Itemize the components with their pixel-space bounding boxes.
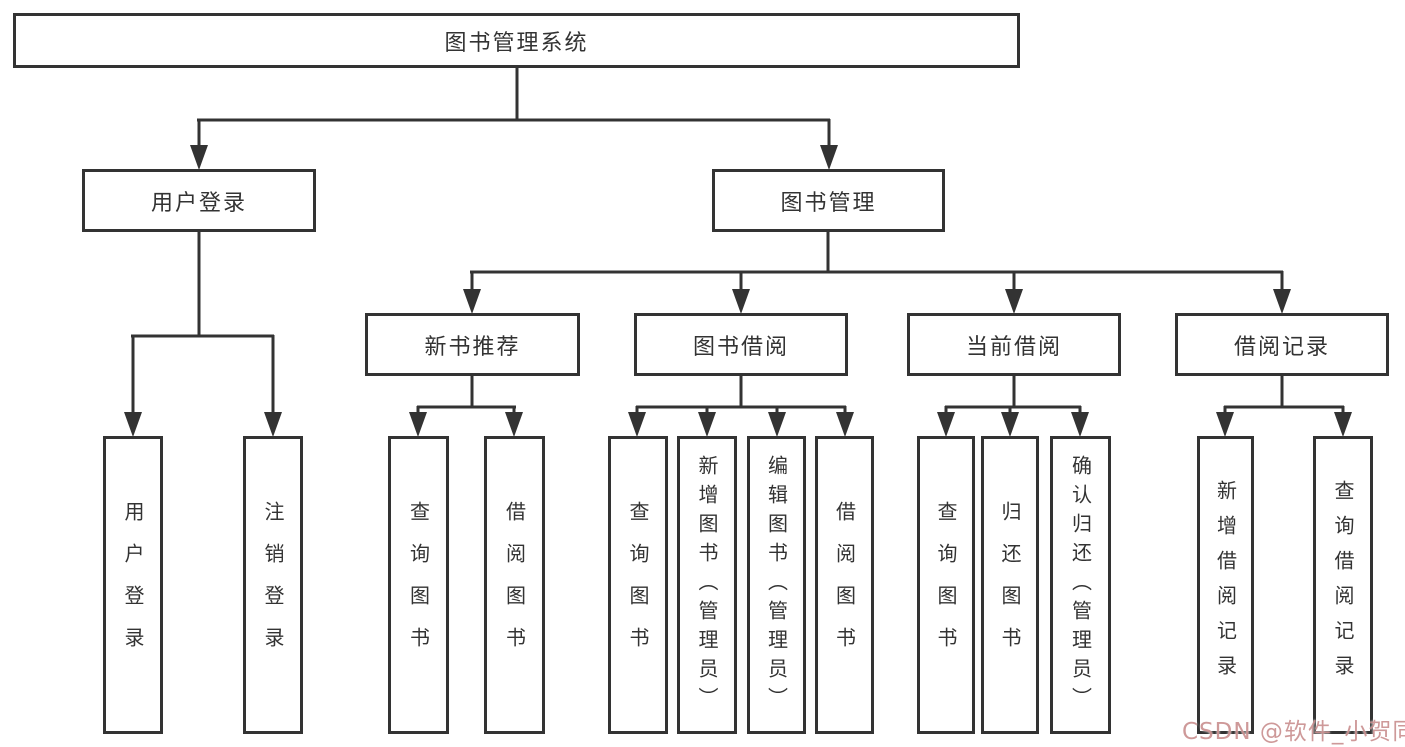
leaf-query-books-current: 查询图书 [917, 436, 975, 734]
node-label: 用户登录 [150, 190, 247, 216]
node-label: 图书借阅 [692, 334, 789, 360]
node-label: 用户登录 [121, 501, 145, 669]
node-label: 新书推荐 [424, 334, 521, 360]
node-label: 图书管理 [780, 190, 877, 216]
node-label: 查询图书 [934, 501, 958, 669]
node-book-management: 图书管理 [712, 169, 945, 232]
node-label: 归还图书 [998, 501, 1022, 669]
node-label: 借阅记录 [1233, 334, 1330, 360]
node-book-borrowing: 图书借阅 [634, 313, 848, 376]
node-label: 新增借阅记录 [1213, 480, 1238, 690]
leaf-return-books: 归还图书 [981, 436, 1039, 734]
leaf-confirm-return-admin: 确认归还（管理员） [1050, 436, 1111, 734]
arrowhead-icons [124, 145, 1352, 437]
node-label: 编辑图书（管理员） [764, 454, 789, 716]
leaf-add-books-admin: 新增图书（管理员） [677, 436, 737, 734]
leaf-add-borrow-record: 新增借阅记录 [1197, 436, 1254, 734]
node-label: 查询图书 [406, 501, 431, 669]
node-borrowing-records: 借阅记录 [1175, 313, 1389, 376]
node-label: 图书管理系统 [444, 30, 589, 56]
node-label: 确认归还（管理员） [1068, 454, 1093, 716]
leaf-query-borrow-record: 查询借阅记录 [1313, 436, 1373, 734]
node-label: 查询借阅记录 [1331, 480, 1355, 690]
leaf-user-login: 用户登录 [103, 436, 163, 734]
leaf-logout: 注销登录 [243, 436, 303, 734]
node-label: 借阅图书 [502, 501, 527, 669]
node-label: 当前借阅 [965, 334, 1062, 360]
leaf-edit-books-admin: 编辑图书（管理员） [747, 436, 806, 734]
leaf-query-books-recommend: 查询图书 [388, 436, 449, 734]
node-root-system: 图书管理系统 [13, 13, 1020, 68]
node-label: 注销登录 [261, 501, 285, 669]
leaf-borrow-books-recommend: 借阅图书 [484, 436, 545, 734]
leaf-borrow-books-borrowing: 借阅图书 [815, 436, 874, 734]
csdn-watermark: CSDN @软件_小贺同学 [1182, 719, 1405, 745]
node-label: 查询图书 [626, 501, 650, 669]
node-label: 新增图书（管理员） [695, 454, 719, 716]
node-current-borrowing: 当前借阅 [907, 313, 1121, 376]
node-new-book-recommend: 新书推荐 [365, 313, 580, 376]
node-label: 借阅图书 [832, 501, 857, 669]
node-user-login: 用户登录 [82, 169, 316, 232]
leaf-query-books-borrowing: 查询图书 [608, 436, 668, 734]
